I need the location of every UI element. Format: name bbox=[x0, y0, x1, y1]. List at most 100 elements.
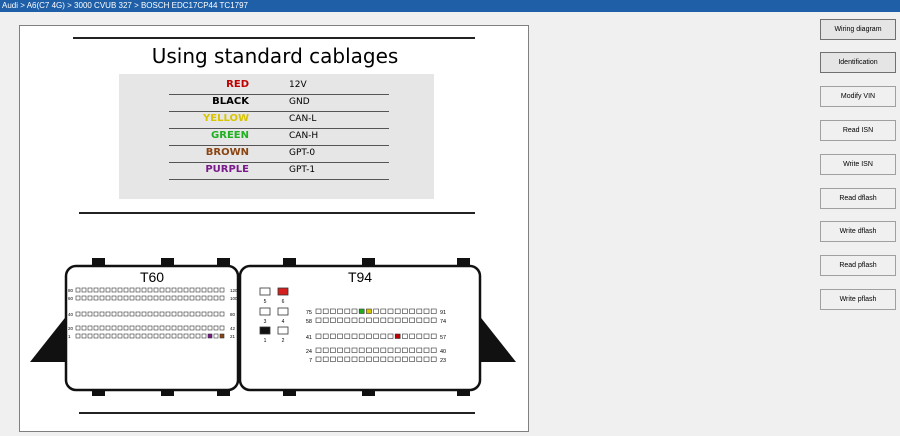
legend-color-name: BLACK bbox=[212, 96, 249, 107]
connector-pin bbox=[99, 287, 105, 293]
t60-pin-grid bbox=[75, 287, 225, 339]
connector-pin bbox=[344, 347, 351, 353]
pin-number: 1 bbox=[264, 338, 267, 344]
legend-function: GPT-1 bbox=[289, 165, 316, 175]
connector-pin bbox=[135, 333, 141, 339]
connector-pin bbox=[75, 325, 81, 331]
connector-pin bbox=[117, 325, 123, 331]
legend-function: GND bbox=[289, 97, 310, 107]
connector-pin bbox=[409, 308, 415, 314]
window-title: Audi > A6(C7 4G) > 3000 CVUB 327 > BOSCH… bbox=[2, 1, 248, 10]
connector-pin bbox=[366, 347, 372, 353]
write-isn-button[interactable]: Write ISN bbox=[820, 154, 896, 175]
connector-pin bbox=[123, 287, 129, 293]
connector-pin bbox=[402, 308, 408, 314]
connector-pin bbox=[387, 356, 394, 362]
connector-pin bbox=[387, 308, 394, 314]
connector-pin bbox=[195, 295, 201, 301]
connector-pin bbox=[337, 347, 343, 353]
connector-pin bbox=[330, 333, 336, 339]
connector-pin bbox=[141, 333, 147, 339]
connector-pin bbox=[117, 311, 123, 317]
connector-pin bbox=[416, 333, 423, 339]
pin-number: 4 bbox=[282, 319, 285, 325]
connector-pin bbox=[159, 311, 165, 317]
read-pflash-button[interactable]: Read pflash bbox=[820, 255, 896, 276]
wiring-diagram-panel: Using standard cablages RED 12V BLACK GN… bbox=[19, 25, 529, 432]
left-mount-wing bbox=[30, 314, 68, 362]
modify-vin-button[interactable]: Modify VIN bbox=[820, 86, 896, 107]
connector-pin bbox=[394, 347, 401, 353]
read-isn-button[interactable]: Read ISN bbox=[820, 120, 896, 141]
read-dflash-button[interactable]: Read dflash bbox=[820, 188, 896, 209]
connector-pin bbox=[322, 356, 329, 362]
connector-pin bbox=[99, 325, 105, 331]
pin-number: 21 bbox=[230, 334, 236, 339]
pin-number: 24 bbox=[306, 349, 312, 355]
connector-pin bbox=[423, 347, 430, 353]
connector-pin bbox=[394, 308, 401, 314]
connector-pin bbox=[165, 333, 171, 339]
connector-pin bbox=[87, 287, 93, 293]
connector-pin bbox=[165, 325, 171, 331]
connector-pin bbox=[409, 356, 415, 362]
connector-pin bbox=[358, 347, 365, 353]
connector-pin bbox=[93, 325, 99, 331]
connector-pin bbox=[135, 295, 141, 301]
connector-pin bbox=[430, 317, 437, 323]
connector-pin bbox=[81, 325, 87, 331]
connector-pin bbox=[201, 333, 207, 339]
connector-pin bbox=[423, 333, 430, 339]
connector-pin bbox=[394, 317, 401, 323]
t94-pin-numbers: 75 91 58 74 41 57 24 40 7 23 bbox=[306, 310, 446, 364]
legend-function: GPT-0 bbox=[289, 148, 316, 158]
connector-pin bbox=[159, 325, 165, 331]
connector-pin bbox=[330, 308, 336, 314]
connector-pin bbox=[219, 333, 225, 339]
pin-number: 23 bbox=[440, 358, 446, 364]
connector-pin bbox=[416, 308, 423, 314]
write-pflash-button[interactable]: Write pflash bbox=[820, 289, 896, 310]
connector-pin bbox=[344, 317, 351, 323]
connector-pin bbox=[189, 287, 195, 293]
connector-pin bbox=[75, 311, 81, 317]
pin-number: 41 bbox=[306, 335, 312, 341]
connector-pin bbox=[123, 333, 129, 339]
connector-pin bbox=[183, 295, 189, 301]
connector-pin bbox=[147, 333, 153, 339]
pin-number: 7 bbox=[309, 358, 312, 364]
legend-color-name: PURPLE bbox=[205, 164, 249, 175]
connector-pin bbox=[315, 333, 322, 339]
connector-pin bbox=[147, 325, 153, 331]
connector-pin bbox=[129, 333, 135, 339]
t94-block-pin-numbers: 5 6 3 4 1 2 bbox=[264, 299, 285, 344]
divider-middle bbox=[79, 212, 475, 214]
connector-pin bbox=[213, 287, 219, 293]
connector-pin bbox=[153, 287, 159, 293]
write-dflash-button[interactable]: Write dflash bbox=[820, 221, 896, 242]
pin-number: 57 bbox=[440, 335, 446, 341]
connector-pin bbox=[141, 311, 147, 317]
connector-pin bbox=[177, 311, 183, 317]
legend-function: CAN-L bbox=[289, 114, 317, 124]
connector-pin bbox=[380, 347, 387, 353]
connector-pin bbox=[159, 287, 165, 293]
connector-pin bbox=[93, 287, 99, 293]
connector-pin bbox=[373, 317, 379, 323]
connector-pin bbox=[351, 333, 358, 339]
pin-number: 40 bbox=[68, 312, 74, 317]
identification-button[interactable]: Identification bbox=[820, 52, 896, 73]
pin-6 bbox=[277, 287, 289, 296]
wiring-diagram-button[interactable]: Wiring diagram bbox=[820, 19, 896, 40]
connector-pin bbox=[123, 325, 129, 331]
connector-pin bbox=[387, 347, 394, 353]
pin-3 bbox=[259, 307, 271, 316]
connector-pin bbox=[213, 325, 219, 331]
legend-row-purple: PURPLE GPT-1 bbox=[169, 162, 389, 180]
connector-t94-label: T94 bbox=[348, 269, 372, 285]
pin-number: 42 bbox=[230, 326, 236, 331]
legend-color-name: BROWN bbox=[205, 147, 249, 158]
legend-row-yellow: YELLOW CAN-L bbox=[169, 111, 389, 129]
connector-pin bbox=[111, 325, 117, 331]
pin-number: 80 bbox=[68, 288, 74, 293]
